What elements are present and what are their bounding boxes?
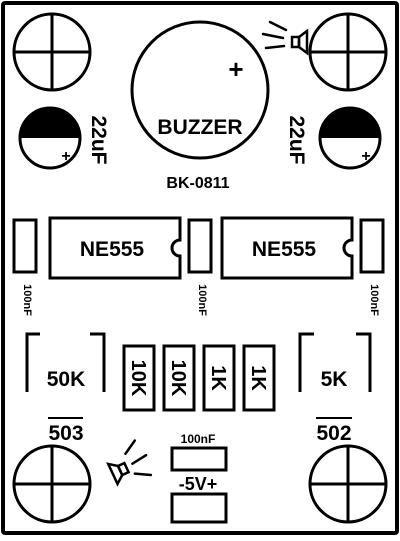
cap-100nf-mid-body [187, 218, 213, 274]
buzzer: + BUZZER [130, 20, 270, 160]
pot-right [298, 332, 372, 392]
cap-100nf-mid-label: 100nF [196, 284, 208, 316]
capacitor-right: + [318, 106, 382, 170]
buzzer-label: BUZZER [157, 116, 242, 139]
resistor-4-label: 1K [247, 365, 269, 391]
capacitor-right-value: 22uF [285, 115, 308, 164]
ic-left-label: NE555 [80, 238, 145, 261]
cap-100nf-left-body [12, 218, 38, 274]
mounting-hole-bottom-right [308, 444, 388, 524]
ic-right: NE555 [220, 216, 354, 280]
capacitor-right-polarity: + [361, 148, 370, 165]
resistor-2-label: 10K [167, 360, 189, 397]
board-code: BK-0811 [166, 175, 229, 192]
cap-100nf-left-label: 100nF [21, 284, 33, 316]
mounting-hole-top-left [12, 12, 92, 92]
resistor-4-body [242, 344, 276, 412]
buzzer-polarity: + [228, 54, 243, 84]
mounting-hole-bottom-left [12, 444, 92, 524]
capacitor-left-polarity: + [61, 148, 70, 165]
ic-right-label: NE555 [252, 238, 317, 261]
ic-left: NE555 [48, 216, 182, 280]
power-label: -5V+ [179, 474, 218, 494]
resistor-1-label: 10K [127, 360, 149, 397]
pot-right-code: 502 [316, 422, 351, 445]
power-cap-body [170, 446, 228, 472]
speaker-icon [106, 439, 153, 487]
power-connector [170, 492, 228, 524]
capacitor-left: + [18, 106, 82, 170]
pot-left-code: 503 [48, 422, 83, 445]
mounting-hole-top-right [308, 12, 388, 92]
pot-left-value: 50K [47, 368, 86, 391]
resistor-2-body [162, 344, 196, 412]
pot-right-value: 5K [321, 368, 348, 391]
cap-100nf-right-body [359, 218, 385, 274]
pot-left [25, 332, 106, 392]
resistor-1-body [122, 344, 156, 412]
cap-100nf-right-label: 100nF [368, 284, 380, 316]
power-cap-label: 100nF [181, 432, 216, 446]
resistor-3-label: 1K [207, 365, 229, 391]
capacitor-left-value: 22uF [87, 115, 110, 164]
resistor-3-body [202, 344, 236, 412]
speaker-icon [261, 20, 309, 56]
